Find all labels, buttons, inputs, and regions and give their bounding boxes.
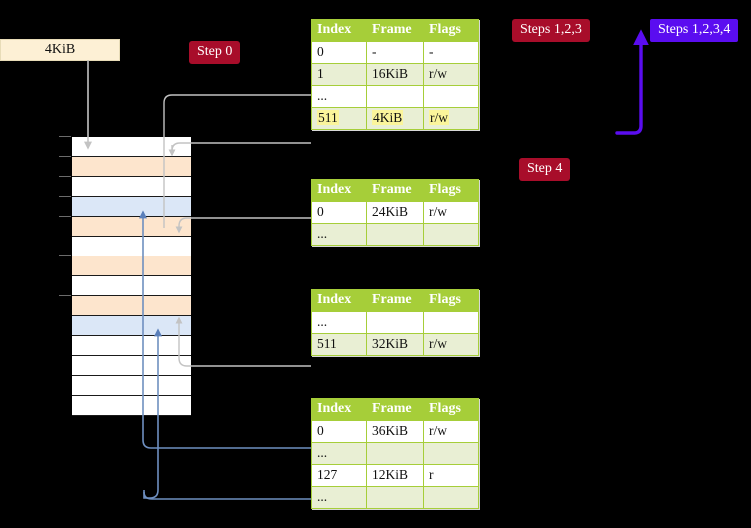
cell-frame — [366, 223, 424, 246]
cell-frame — [366, 486, 424, 509]
highlighted-value: 511 — [317, 110, 339, 125]
cell-index: ... — [311, 223, 367, 246]
memory-tick — [59, 175, 71, 177]
cell-flags: r/w — [423, 333, 479, 356]
cell-index: 0 — [311, 420, 367, 443]
table-header-flags: Flags — [423, 398, 479, 421]
cell-index: 0 — [311, 201, 367, 224]
cell-flags: r/w — [423, 107, 479, 130]
cell-index: ... — [311, 85, 367, 108]
cell-frame: 24KiB — [366, 201, 424, 224]
highlighted-value: r/w — [429, 110, 449, 125]
cell-index: ... — [311, 442, 367, 465]
wire-level2-to-memory — [175, 316, 311, 367]
memory-row — [72, 395, 191, 416]
cell-flags: r/w — [423, 420, 479, 443]
table-row: ... — [311, 442, 479, 465]
memory-row — [72, 216, 191, 237]
memory-row — [72, 276, 191, 297]
memory-row — [72, 256, 191, 277]
memory-tick — [59, 195, 71, 197]
badge-steps-1-2-3-4: Steps 1,2,3,4 — [650, 19, 739, 42]
wire-level4-to-memory — [168, 142, 311, 157]
memory-row — [72, 375, 191, 396]
cell-index: 1 — [311, 63, 367, 86]
table-row: ... — [311, 486, 479, 509]
cell-flags: r/w — [423, 63, 479, 86]
table-header-index: Index — [311, 179, 367, 202]
table-row: 0-- — [311, 41, 479, 64]
table-row: ... — [311, 85, 479, 108]
table-header-flags: Flags — [423, 19, 479, 42]
memory-row — [72, 196, 191, 217]
memory-tick — [59, 136, 71, 137]
table-header-frame: Frame — [366, 19, 424, 42]
table-header-frame: Frame — [366, 179, 424, 202]
table-header-flags: Flags — [423, 179, 479, 202]
table-header-frame: Frame — [366, 398, 424, 421]
cell-flags — [423, 223, 479, 246]
cell-frame: 32KiB — [366, 333, 424, 356]
cell-index: 127 — [311, 464, 367, 487]
cell-index: ... — [311, 486, 367, 509]
arrow-steps-1234-purple — [615, 29, 649, 135]
cell-frame: 12KiB — [366, 464, 424, 487]
table-header-frame: Frame — [366, 289, 424, 312]
cell-index: 511 — [311, 107, 367, 130]
badge-step-0: Step 0 — [189, 41, 241, 64]
cell-index: 511 — [311, 333, 367, 356]
table-header-index: Index — [311, 398, 367, 421]
memory-tick — [59, 295, 71, 297]
cell-flags: r — [423, 464, 479, 487]
cell-frame: 36KiB — [366, 420, 424, 443]
cell-flags — [423, 311, 479, 334]
memory-tick — [59, 215, 71, 217]
cell-frame — [366, 442, 424, 465]
cell-frame — [366, 85, 424, 108]
table-header-index: Index — [311, 19, 367, 42]
cell-frame: 16KiB — [366, 63, 424, 86]
memory-row — [72, 176, 191, 197]
cell-flags: - — [423, 41, 479, 64]
table-row: ... — [311, 223, 479, 246]
memory-column — [71, 136, 191, 416]
cell-flags — [423, 85, 479, 108]
cell-frame: 4KiB — [366, 107, 424, 130]
wire-level3-to-memory — [175, 217, 311, 234]
cell-frame — [366, 311, 424, 334]
memory-row — [72, 236, 191, 257]
cell-index: ... — [311, 311, 367, 334]
cell-index: 0 — [311, 41, 367, 64]
memory-row — [72, 355, 191, 376]
memory-row — [72, 296, 191, 317]
table-row: 511 4KiB r/w — [311, 107, 479, 130]
badge-step-4: Step 4 — [519, 158, 571, 181]
memory-size-box: 4KiB — [0, 39, 120, 61]
cell-flags — [423, 442, 479, 465]
table-header-flags: Flags — [423, 289, 479, 312]
highlighted-value: 4KiB — [372, 110, 404, 125]
table-header-index: Index — [311, 289, 367, 312]
memory-tick — [59, 255, 71, 257]
table-row: ... — [311, 311, 479, 334]
cell-flags: r/w — [423, 201, 479, 224]
memory-tick — [59, 155, 71, 157]
cell-flags — [423, 486, 479, 509]
memory-row — [72, 336, 191, 356]
badge-steps-1-2-3: Steps 1,2,3 — [512, 19, 590, 42]
memory-row — [72, 316, 191, 337]
cell-frame: - — [366, 41, 424, 64]
memory-row — [72, 156, 191, 177]
memory-row — [72, 137, 191, 157]
